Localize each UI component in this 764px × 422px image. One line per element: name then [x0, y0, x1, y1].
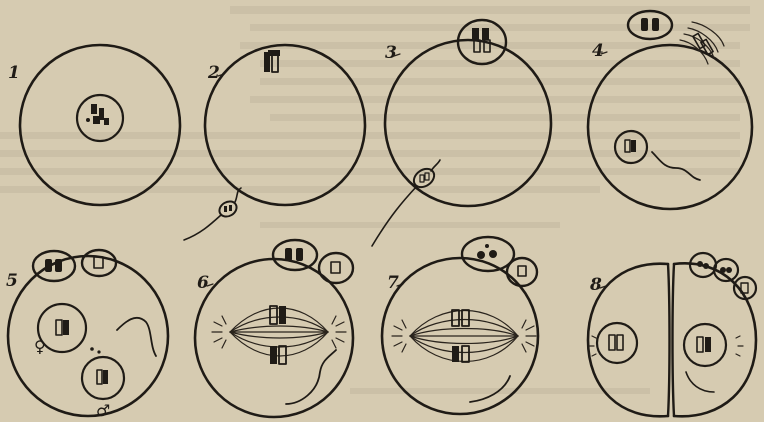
egg-cell-2: [205, 45, 365, 205]
male-symbol: ♂: [96, 401, 110, 420]
panel-number-3: 3: [385, 43, 397, 63]
polar-body-6b: [319, 253, 353, 283]
egg-cell-1: [20, 45, 180, 205]
stage-1-egg: 1: [8, 45, 180, 205]
sperm-2: [184, 188, 241, 240]
chromosomes-2: [264, 50, 280, 72]
panel-number-4: 4: [592, 41, 604, 61]
female-symbol: ♀: [34, 337, 46, 356]
egg-cell-4: [588, 45, 752, 209]
chromosomes-1: [86, 104, 109, 125]
stage-5-pronuclei: 5 ♀ ♂: [6, 250, 168, 420]
sperm-tail-5: [117, 318, 156, 356]
stage-2-sperm-entry: 2: [184, 45, 365, 240]
panel-number-1: 1: [8, 63, 20, 83]
panel-number-5: 5: [6, 271, 18, 291]
stage-6-metaphase: 6: [195, 240, 353, 417]
polar-body-6a: [273, 240, 317, 270]
polar-body-7b: [507, 258, 537, 286]
stage-4-second-division: 4: [588, 11, 752, 209]
panel-number-6: 6: [197, 273, 209, 293]
blastomere-right: [674, 263, 756, 416]
panel-number-8: 8: [589, 275, 602, 295]
polar-body-5a: [33, 251, 75, 281]
polar-body-5b: [82, 250, 116, 276]
paper-bleed-texture: [0, 6, 750, 394]
stage-7-anaphase: 7: [382, 237, 538, 414]
spindle-7: [392, 311, 536, 362]
polar-body-7a: [462, 237, 514, 271]
sperm-tail-8: [686, 372, 714, 392]
